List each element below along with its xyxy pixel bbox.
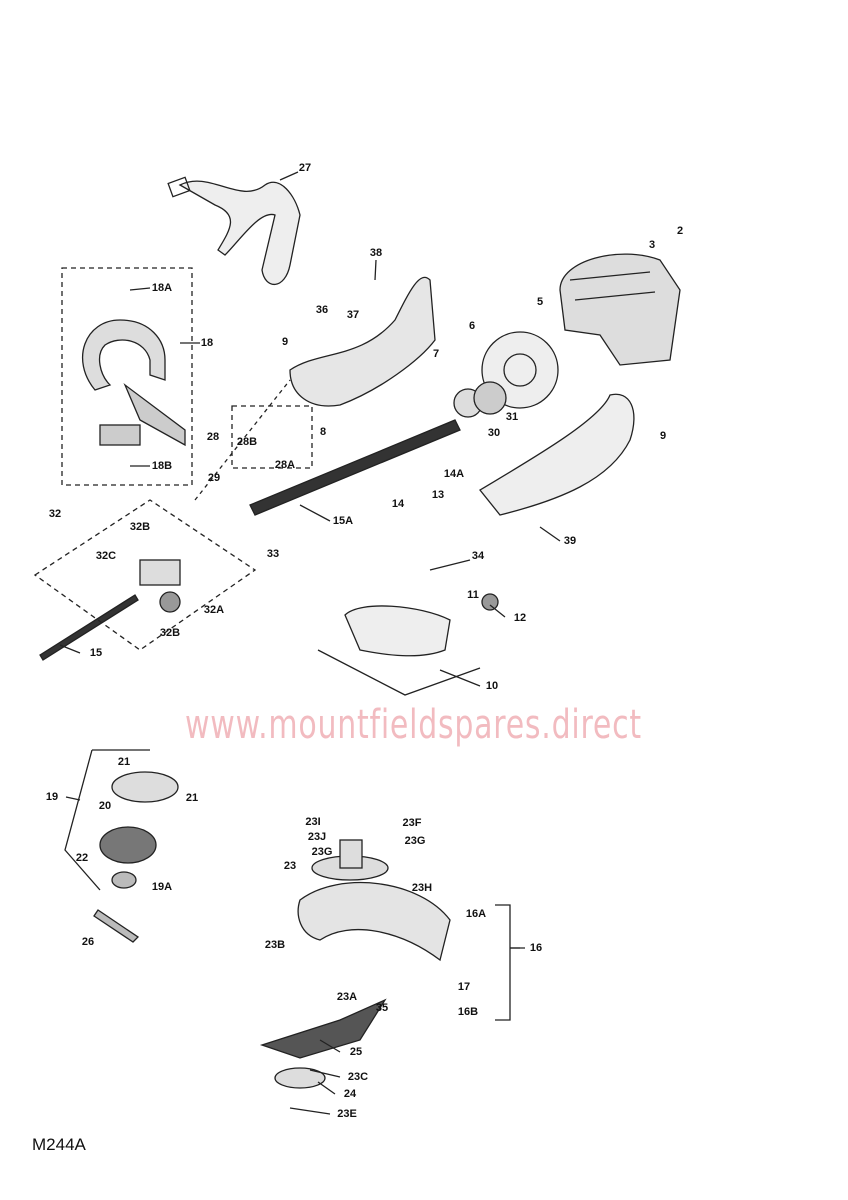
part-label-27: 27: [298, 162, 312, 174]
part-label-28a: 28A: [274, 459, 296, 471]
part-label-16b: 16B: [457, 1006, 479, 1018]
part-label-6: 6: [468, 320, 476, 332]
part-label-23j: 23J: [307, 831, 327, 843]
part-label-23e: 23E: [337, 1108, 357, 1120]
fuel-tank: [344, 605, 451, 657]
part-label-23f: 23F: [402, 817, 422, 829]
engine-block: [453, 253, 681, 418]
part-label-23h: 23H: [411, 882, 433, 894]
loop-handle: [81, 319, 166, 391]
part-label-15: 15: [89, 647, 103, 659]
cutting-blade: [259, 998, 387, 1059]
harness-strap: [167, 176, 301, 286]
clamp-kit-box: [231, 405, 313, 469]
part-label-18b: 18B: [151, 460, 173, 472]
part-label-35: 35: [375, 1002, 389, 1014]
part-label-15a: 15A: [332, 515, 354, 527]
part-label-18a: 18A: [151, 282, 173, 294]
part-label-38: 38: [369, 247, 383, 259]
part-label-26: 26: [81, 936, 95, 948]
part-label-3: 3: [648, 239, 656, 251]
part-label-9: 9: [281, 336, 289, 348]
part-label-14: 14: [391, 498, 405, 510]
drive-tube: [249, 419, 461, 516]
part-label-7: 7: [432, 348, 440, 360]
watermark: www.mountfieldspares.direct: [185, 702, 642, 748]
part-label-23g: 23G: [311, 846, 333, 858]
drive-shaft: [39, 594, 139, 661]
part-label-19a: 19A: [151, 881, 173, 893]
part-label-20: 20: [98, 800, 112, 812]
handle-kit-box: [61, 267, 193, 486]
part-label-23: 23: [283, 860, 297, 872]
part-label-24: 24: [343, 1088, 357, 1100]
part-label-21: 21: [185, 792, 199, 804]
part-label-28b: 28B: [236, 436, 258, 448]
part-label-5: 5: [536, 296, 544, 308]
part-label-34: 34: [471, 550, 485, 562]
part-label-23a: 23A: [336, 991, 358, 1003]
part-label-16: 16: [529, 942, 543, 954]
part-label-2: 2: [676, 225, 684, 237]
part-label-18: 18: [200, 337, 214, 349]
part-label-37: 37: [346, 309, 360, 321]
part-label-32b: 32B: [129, 521, 151, 533]
part-label-32b: 32B: [159, 627, 181, 639]
part-label-32a: 32A: [203, 604, 225, 616]
part-label-23c: 23C: [347, 1071, 369, 1083]
part-label-30: 30: [487, 427, 501, 439]
part-label-16a: 16A: [465, 908, 487, 920]
part-label-23b: 23B: [264, 939, 286, 951]
part-label-28: 28: [206, 431, 220, 443]
part-label-36: 36: [315, 304, 329, 316]
part-label-13: 13: [431, 489, 445, 501]
part-label-10: 10: [485, 680, 499, 692]
head-bracket: [64, 749, 150, 891]
part-label-8: 8: [319, 426, 327, 438]
part-label-11: 11: [467, 589, 479, 601]
part-label-31: 31: [505, 411, 519, 423]
part-label-32: 32: [48, 508, 62, 520]
part-label-23i: 23I: [305, 816, 321, 828]
part-label-19: 19: [45, 791, 59, 803]
rear-handle: [289, 276, 436, 407]
diagram-code: M244A: [32, 1135, 86, 1154]
gearbox-kit-box: [33, 499, 257, 651]
part-label-17: 17: [457, 981, 471, 993]
part-label-32c: 32C: [95, 550, 117, 562]
part-label-39: 39: [563, 535, 577, 547]
part-label-29: 29: [207, 472, 221, 484]
part-label-23g: 23G: [404, 835, 426, 847]
part-label-25: 25: [349, 1046, 363, 1058]
engine-cover: [479, 393, 635, 516]
part-label-12: 12: [513, 612, 527, 624]
part-label-33: 33: [266, 548, 280, 560]
part-label-22: 22: [75, 852, 89, 864]
part-label-9: 9: [659, 430, 667, 442]
part-label-14a: 14A: [443, 468, 465, 480]
part-label-21: 21: [117, 756, 131, 768]
blade-guard: [297, 882, 451, 962]
